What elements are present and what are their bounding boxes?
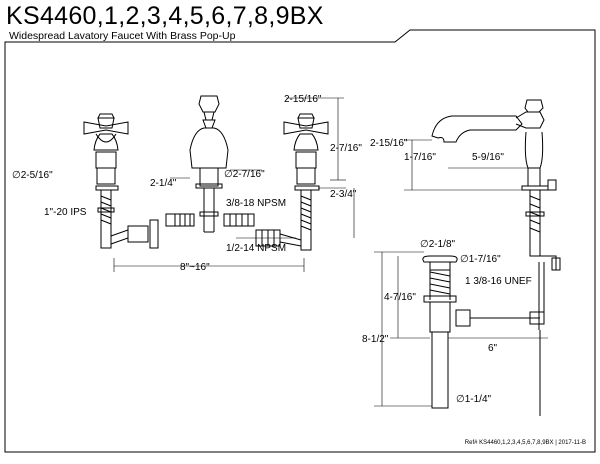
- dim-ips-thread: 1"-20 IPS: [44, 207, 87, 218]
- dim-drain-thread: 1 3/8-16 UNEF: [465, 276, 532, 287]
- dim-shank-length: 2-3/4": [330, 189, 357, 200]
- product-subtitle: Widespread Lavatory Faucet With Brass Po…: [9, 30, 236, 42]
- dim-spout-reach: 5-9/16": [472, 152, 504, 163]
- dim-handle-dia: ∅2-5/16": [12, 170, 53, 181]
- center-spout: [189, 95, 229, 233]
- dim-flange-dia: ∅2-1/8": [420, 239, 456, 250]
- center-hoses: [165, 213, 255, 227]
- model-title: KS4460,1,2,3,4,5,6,7,8,9BX: [6, 2, 324, 30]
- dim-drain-dia: ∅1-7/16": [460, 254, 501, 265]
- dim-rod-length: 6": [488, 343, 498, 354]
- dim-spout-rise: 2-15/16": [370, 138, 408, 149]
- dim-npsm-1-2: 1/2-14 NPSM: [226, 243, 286, 254]
- dim-handle-height: 2-7/16": [330, 143, 362, 154]
- dim-spread: 8"~16": [180, 262, 210, 273]
- dim-spout-base-dia: ∅2-7/16": [224, 169, 265, 180]
- dim-tail-dia: ∅1-1/4": [456, 394, 492, 405]
- side-view-faucet: [431, 99, 561, 271]
- dim-npsm-3-8: 3/8-18 NPSM: [226, 198, 286, 209]
- dim-drain-total: 8-1/2": [362, 334, 389, 345]
- dim-spout-offset: 1-7/16": [404, 152, 436, 163]
- dim-drain-upper: 4-7/16": [384, 292, 416, 303]
- reference-number: Ref# KS4460,1,2,3,4,5,6,7,8,9BX | 2017-1…: [464, 440, 586, 446]
- dim-top-width: 2-15/16": [284, 94, 322, 105]
- left-hose: [110, 219, 159, 249]
- popup-drain: [422, 255, 545, 416]
- right-handle: [283, 113, 329, 251]
- dimension-lines: [113, 97, 548, 407]
- frame-border: [4, 29, 596, 453]
- left-handle: [83, 113, 129, 249]
- dim-spout-height: 2-1/4": [150, 178, 177, 189]
